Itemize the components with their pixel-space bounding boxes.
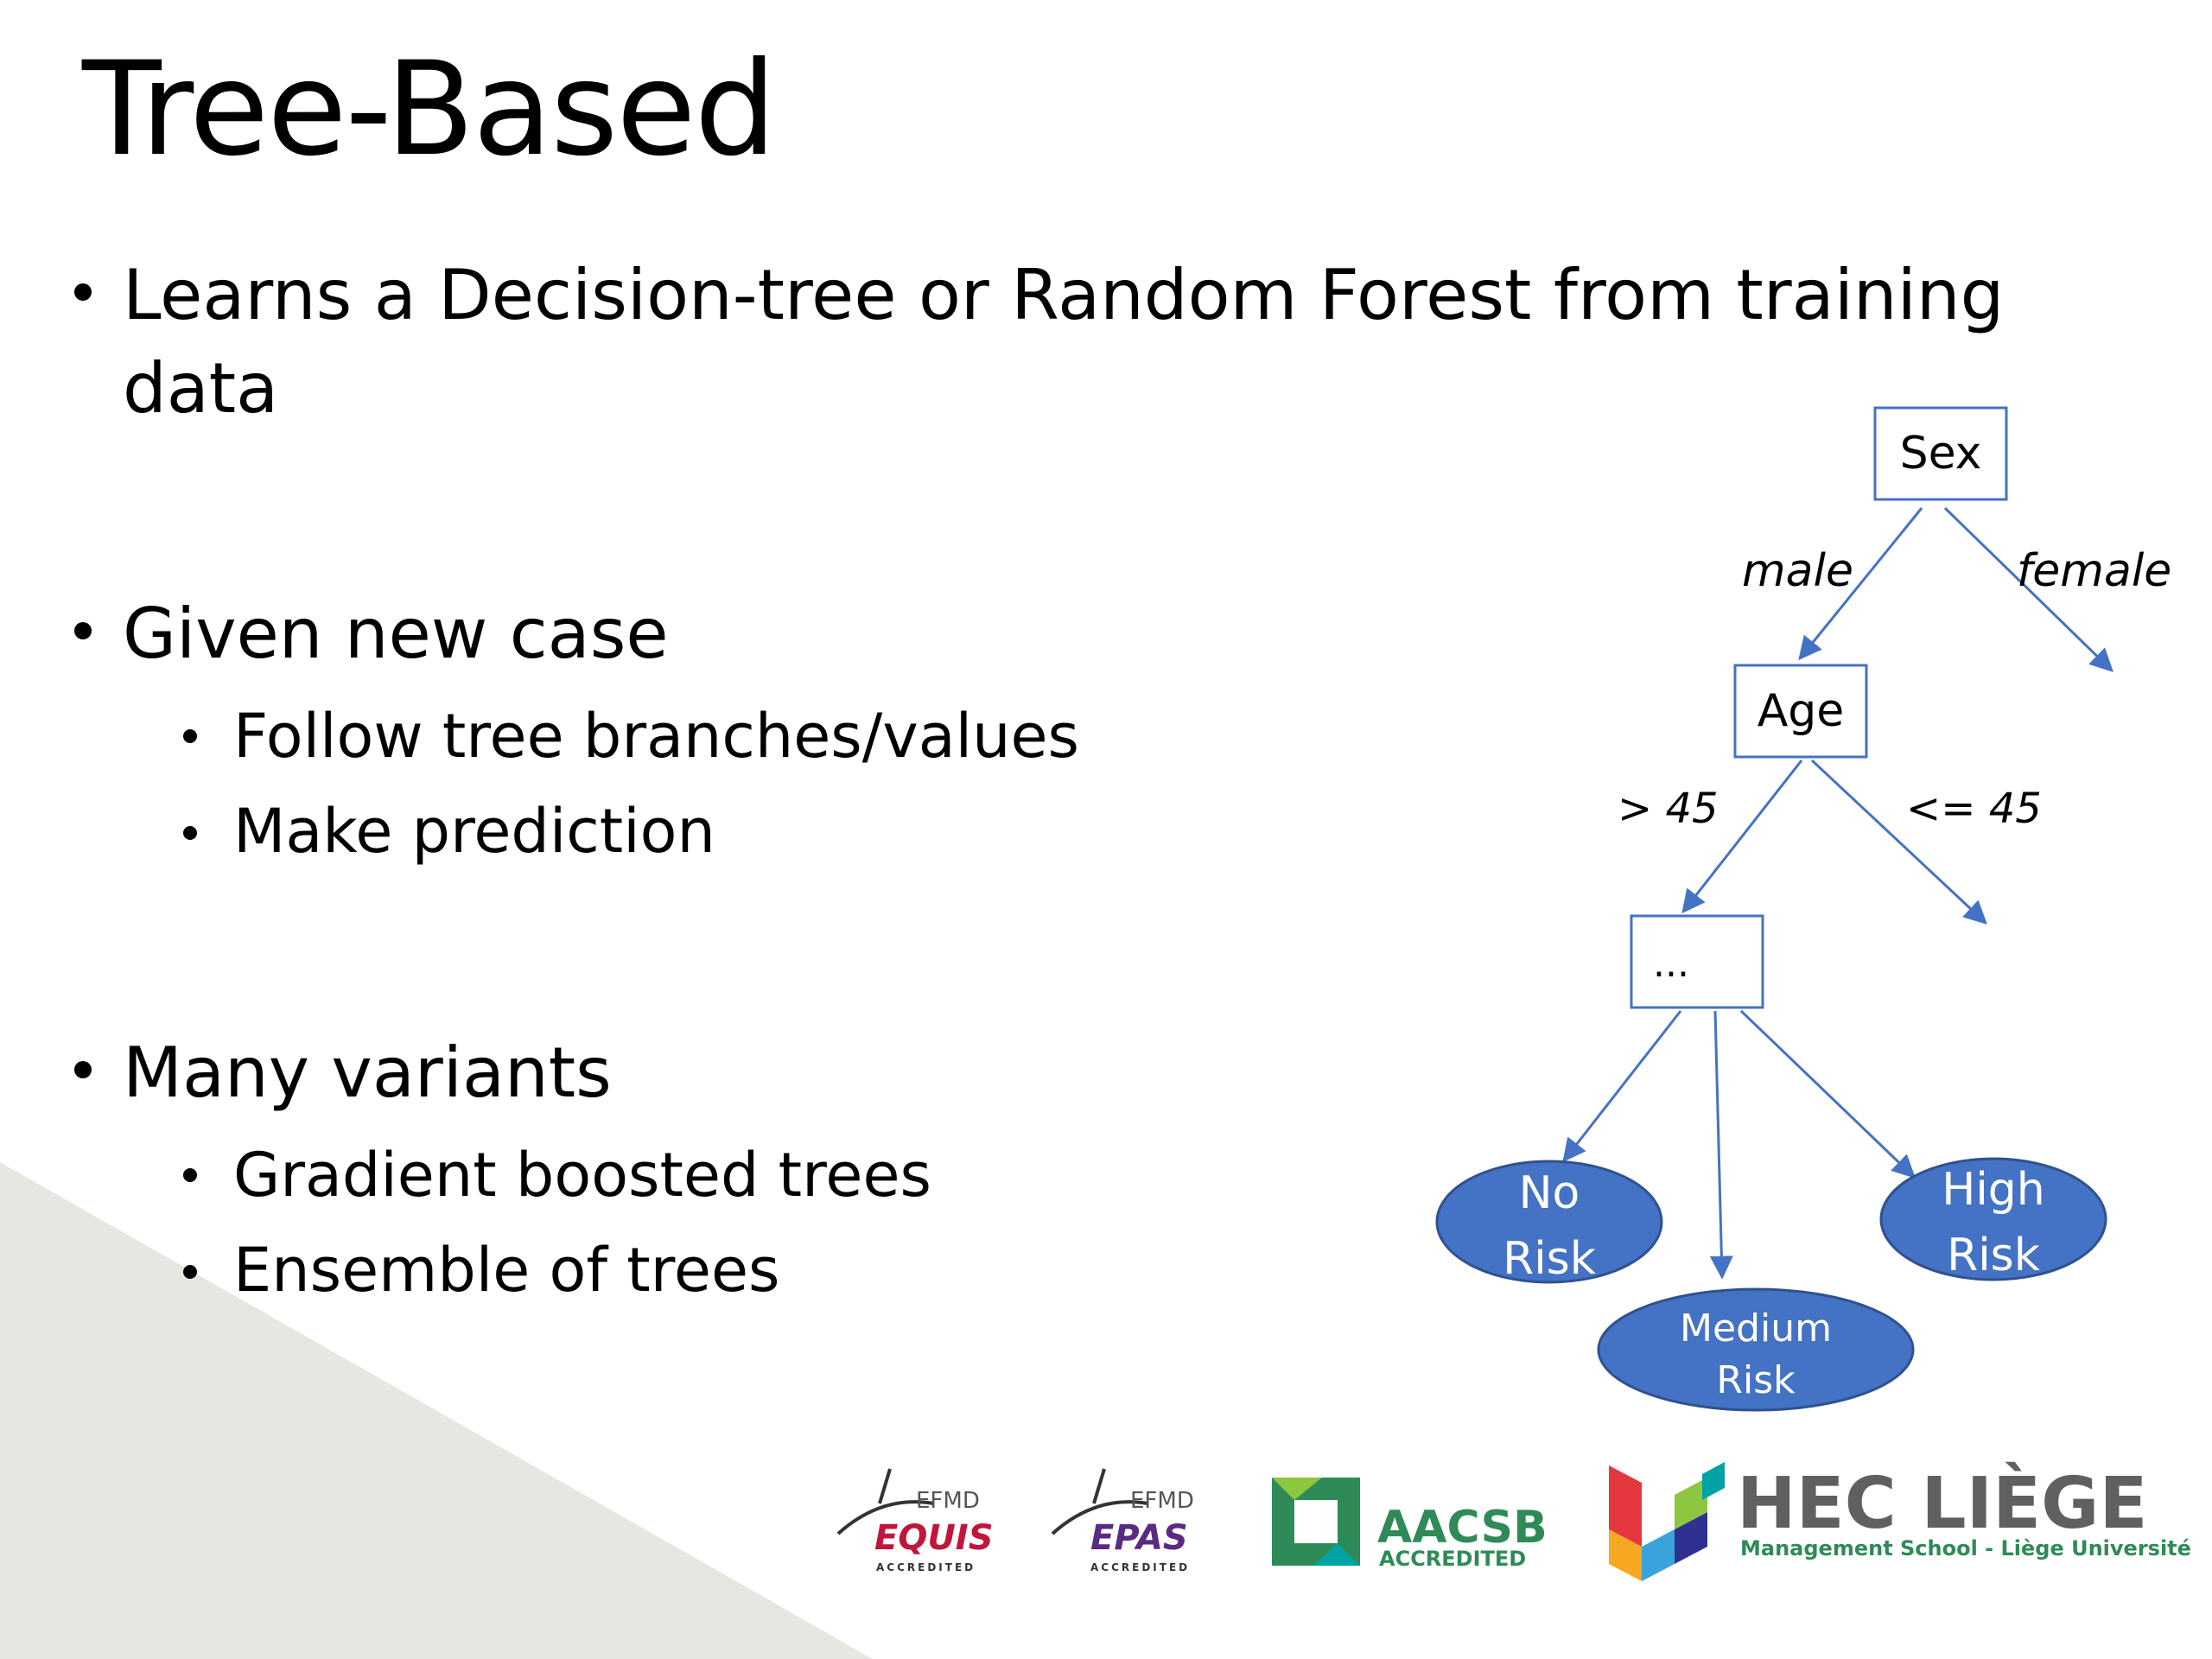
leaf-high-risk — [1879, 1157, 2107, 1281]
leaf-medium-risk-line1: Medium — [1680, 1306, 1832, 1351]
edge-gt45 — [1681, 760, 1803, 914]
bullet-dot — [74, 1061, 92, 1078]
sub-bullet-dot — [183, 826, 197, 840]
sub-bullet-3-2: Ensemble of trees — [233, 1235, 780, 1306]
node-ellipsis-label: ... — [1653, 942, 1689, 986]
edge-label-le45: <= 45 — [1906, 785, 2042, 833]
edge-no-risk — [1562, 1010, 1682, 1163]
edge-label-female: female — [2017, 545, 2171, 597]
edge-label-gt45: > 45 — [1618, 785, 1719, 833]
leaf-medium-risk-line2: Risk — [1716, 1358, 1796, 1402]
sub-bullet-dot — [183, 1265, 197, 1279]
node-sex-box — [1873, 406, 2008, 501]
slide-title: Tree-Based — [82, 35, 777, 185]
edge-male — [1798, 507, 1923, 661]
edge-medium-risk — [1709, 1010, 1733, 1280]
leaf-no-risk — [1435, 1160, 1663, 1284]
leaf-no-risk-line2: Risk — [1503, 1233, 1596, 1285]
sub-bullet-3-1: Gradient boosted trees — [233, 1140, 931, 1211]
leaf-high-risk-line2: Risk — [1947, 1230, 2040, 1281]
node-sex-label: Sex — [1900, 428, 1982, 480]
leaf-high-risk-line1: High — [1942, 1164, 2045, 1216]
edge-high-risk — [1739, 1009, 1916, 1179]
bullet-1: Learns a Decision-tree or Random Forest … — [123, 255, 2005, 335]
bullet-dot — [74, 622, 92, 639]
leaf-medium-risk — [1597, 1287, 1915, 1412]
edge-le45 — [1810, 759, 1987, 925]
bullet-1-continued: data — [123, 348, 279, 429]
sub-bullet-2-1: Follow tree branches/values — [233, 701, 1080, 772]
node-age-box — [1733, 664, 1868, 759]
sub-bullet-dot — [183, 729, 197, 743]
edge-label-male: male — [1742, 545, 1853, 597]
edge-female — [1943, 506, 2113, 672]
bullet-3: Many variants — [123, 1033, 612, 1113]
node-ellipsis-box — [1630, 914, 1764, 1009]
bullet-2: Given new case — [123, 594, 669, 674]
leaf-no-risk-line1: No — [1519, 1167, 1580, 1219]
node-age-label: Age — [1758, 685, 1845, 737]
bullet-dot — [74, 283, 92, 301]
sub-bullet-dot — [183, 1168, 197, 1182]
sub-bullet-2-2: Make prediction — [233, 796, 715, 867]
